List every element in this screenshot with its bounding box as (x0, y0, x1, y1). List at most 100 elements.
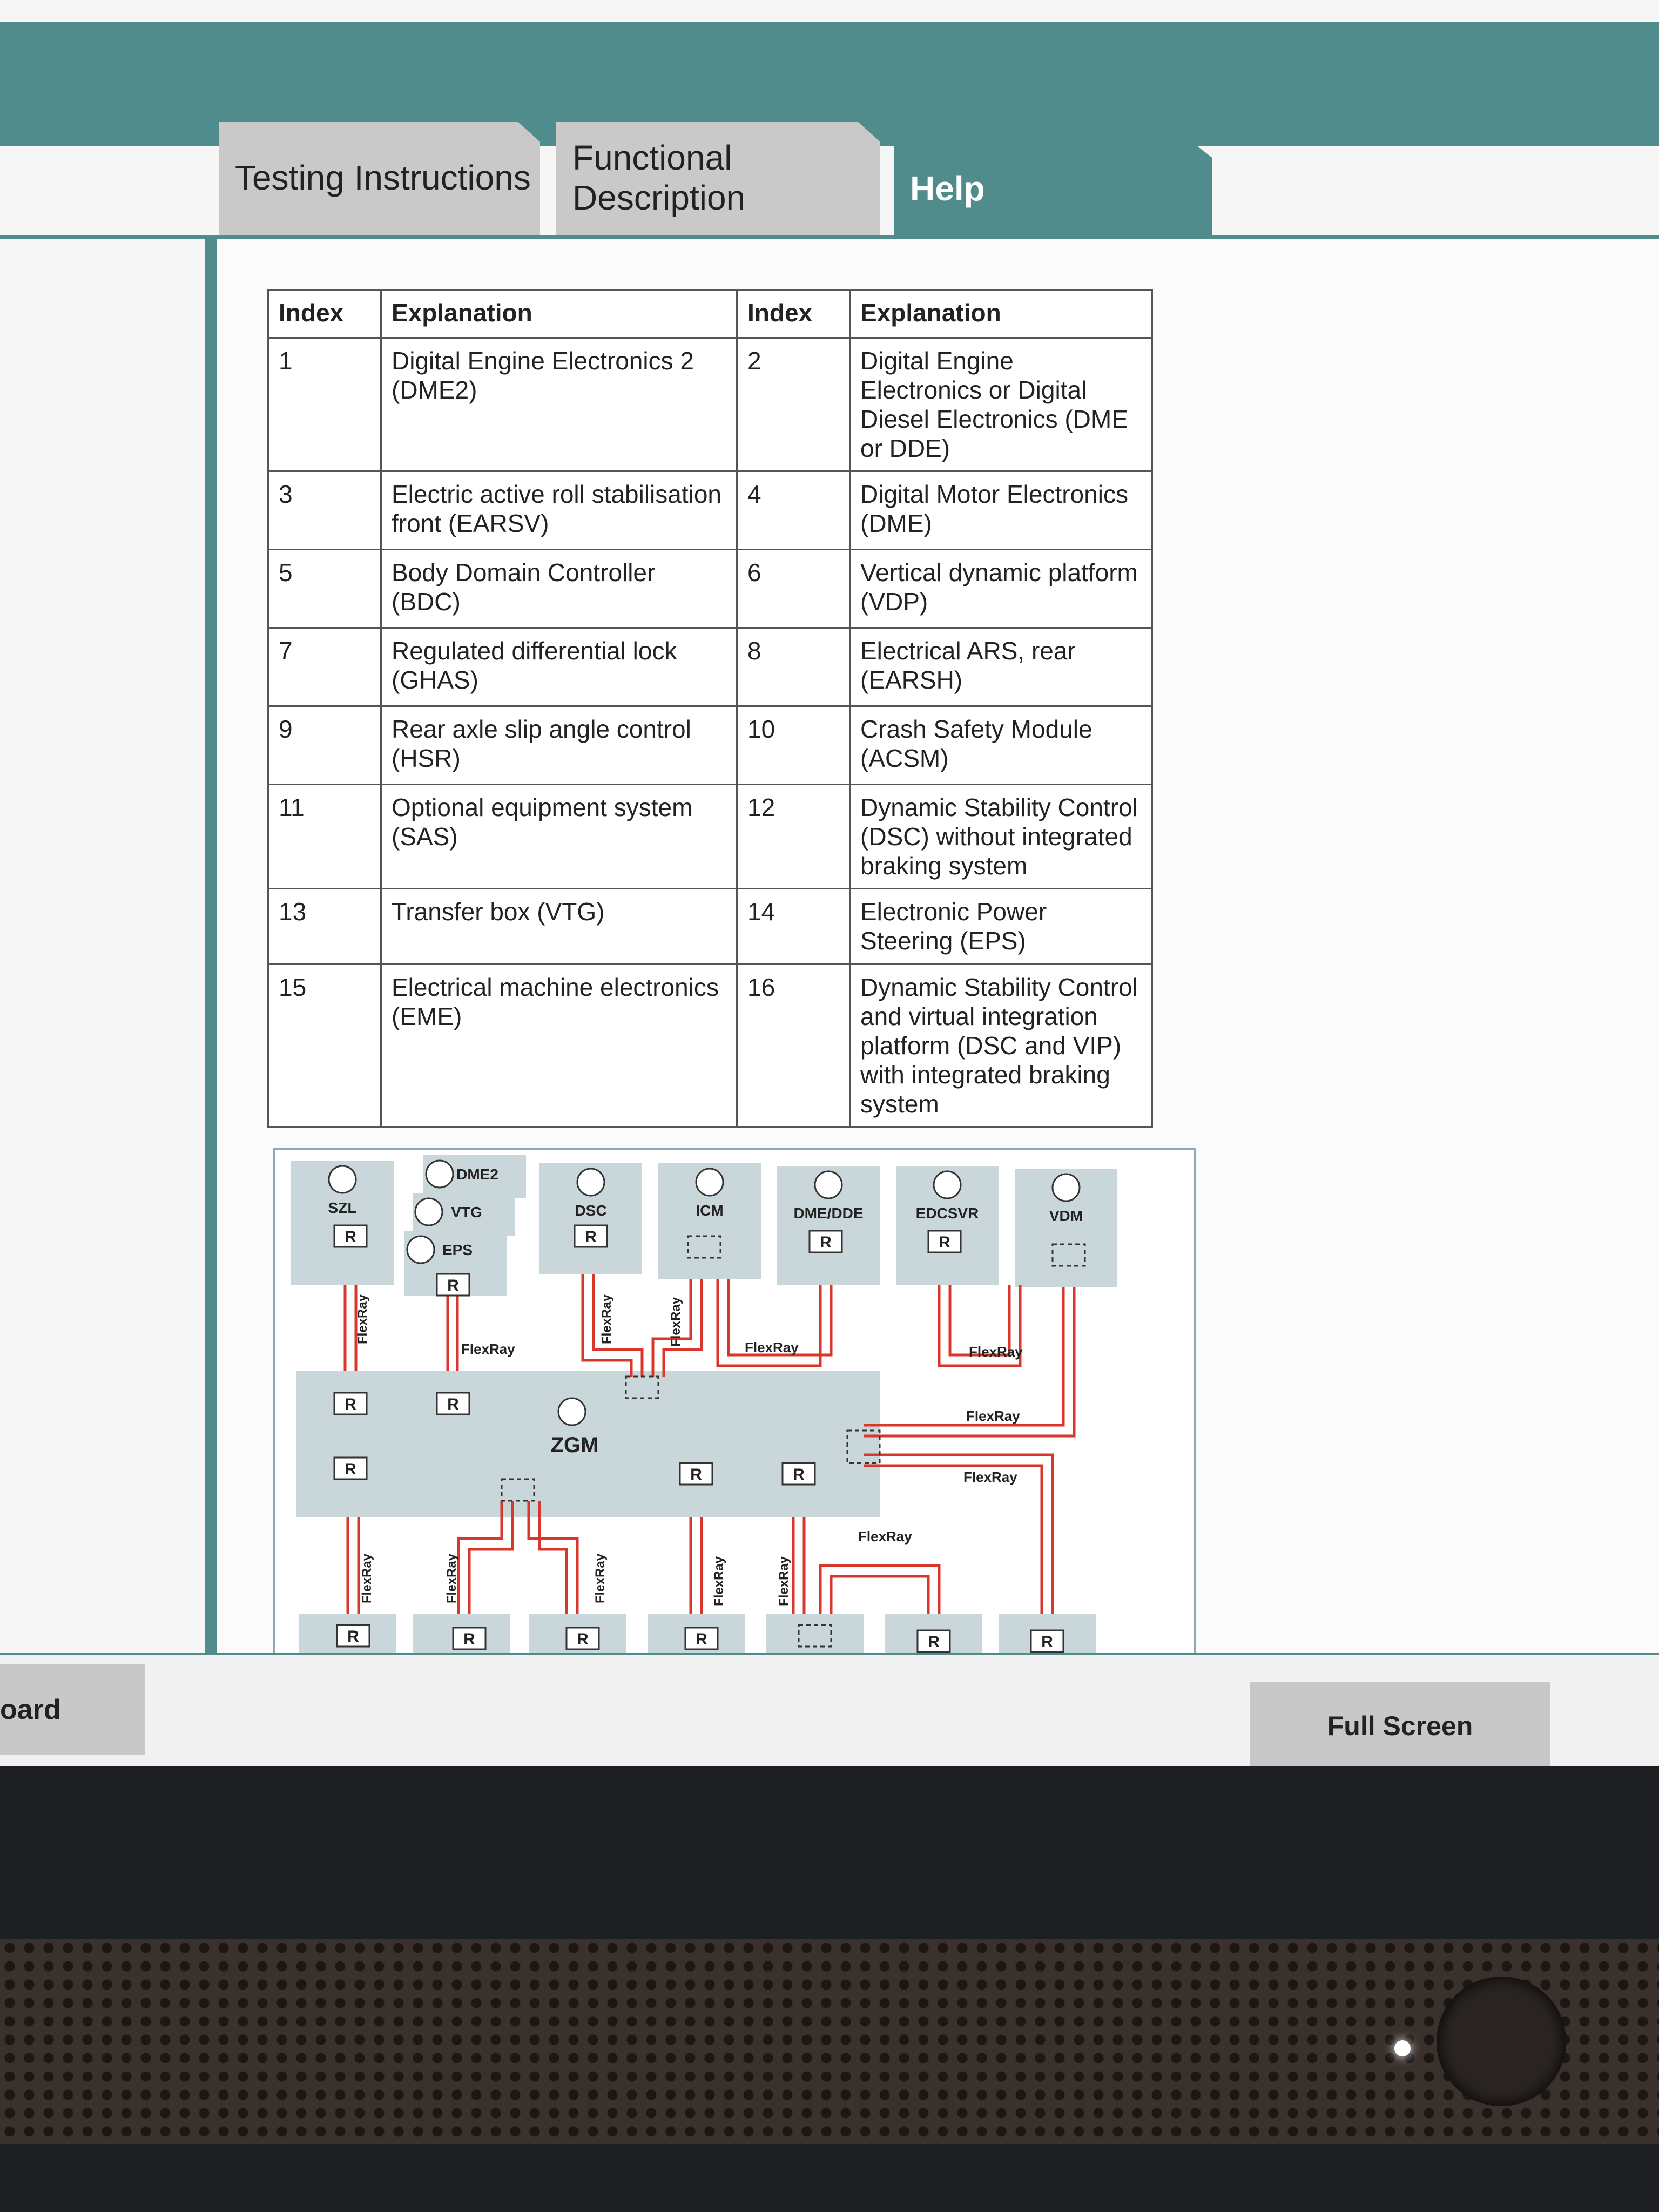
cell-explanation: Digital Engine Electronics 2 (DME2) (380, 337, 738, 472)
flexray-bus (819, 1564, 941, 1614)
cell-index: 14 (736, 888, 851, 965)
screen: Testing Instructions Functional Descript… (0, 0, 1659, 1766)
unit-label-dsc: DSC (575, 1202, 606, 1219)
table-row: 1 Digital Engine Electronics 2 (DME2) 2 … (267, 337, 1153, 472)
cell-index: 7 (267, 627, 382, 707)
cell-explanation: Transfer box (VTG) (380, 888, 738, 965)
resistor-label: R (345, 1395, 356, 1413)
index-explanation-table: Index Explanation Index Explanation 1 Di… (267, 289, 1153, 1128)
cell-index: 6 (736, 549, 851, 629)
terminator-box (927, 1230, 962, 1253)
passive-star-box (625, 1375, 659, 1399)
unit-label-vtg: VTG (451, 1204, 482, 1220)
flexray-label: FlexRay (461, 1341, 515, 1357)
resistor-label: R (345, 1460, 356, 1478)
terminator-box (808, 1230, 843, 1253)
table-row: 5 Body Domain Controller (BDC) 6 Vertica… (267, 549, 1153, 629)
dashboard-button[interactable]: oard (0, 1664, 145, 1755)
resistor-label: R (793, 1466, 805, 1483)
resistor-label: R (696, 1630, 707, 1648)
flexray-label: FlexRay (360, 1553, 374, 1603)
cell-index: 16 (736, 963, 851, 1128)
cell-index: 9 (267, 705, 382, 785)
cell-index: 8 (736, 627, 851, 707)
flexray-label: FlexRay (966, 1408, 1020, 1424)
control-unit-icon (695, 1168, 724, 1197)
unit-label-dme2: DME2 (456, 1166, 498, 1183)
flexray-bus (938, 1285, 1022, 1367)
flexray-label: FlexRay (963, 1469, 1017, 1485)
header-explanation: Explanation (849, 289, 1153, 339)
table-row: 3 Electric active roll stabilisation fro… (267, 470, 1153, 550)
resistor-label: R (585, 1228, 597, 1246)
tab-help[interactable]: Help (894, 140, 1212, 238)
tab-label: Testing Instructions (235, 158, 531, 198)
flexray-label: FlexRay (593, 1553, 608, 1603)
cell-index: 5 (267, 549, 382, 629)
diagram-canvas: R R R R R R R R R R R R R R R R (291, 1155, 1117, 1663)
cell-index: 15 (267, 963, 382, 1128)
header-index: Index (736, 289, 851, 339)
flexray-bus (651, 1279, 703, 1377)
cell-index: 2 (736, 337, 851, 472)
flexray-label: FlexRay (355, 1294, 370, 1344)
table-row: 7 Regulated differential lock (GHAS) 8 E… (267, 627, 1153, 707)
resistor-label: R (939, 1233, 950, 1251)
passive-star-box (846, 1429, 881, 1464)
flexray-label: FlexRay (858, 1528, 912, 1545)
terminator-box (436, 1273, 470, 1297)
flexray-label: FlexRay (777, 1556, 791, 1606)
flexray-label: FlexRay (444, 1553, 459, 1603)
cell-index: 12 (736, 784, 851, 889)
resistor-label: R (690, 1466, 702, 1483)
terminator-box (333, 1392, 368, 1415)
passive-star-box (501, 1478, 535, 1502)
cell-index: 1 (267, 337, 382, 472)
tab-functional-description[interactable]: Functional Description (556, 122, 880, 235)
control-unit-icon (576, 1168, 605, 1197)
flexray-bus (864, 1453, 1054, 1614)
control-unit-icon (557, 1397, 586, 1426)
control-unit-icon (933, 1170, 962, 1199)
terminator-box (565, 1627, 600, 1650)
resistor-label: R (463, 1630, 475, 1648)
terminator-box (781, 1462, 816, 1486)
cell-explanation: Body Domain Controller (BDC) (380, 549, 738, 629)
cell-explanation: Electrical machine electronics (EME) (380, 963, 738, 1128)
full-screen-button[interactable]: Full Screen (1250, 1682, 1550, 1766)
cell-explanation: Digital Motor Electronics (DME) (849, 470, 1153, 550)
passive-star-box (1051, 1243, 1086, 1267)
flexray-bus (346, 1517, 360, 1614)
unit-label-edcsvr: EDCSVR (916, 1205, 979, 1222)
cell-explanation: Dynamic Stability Control and virtual in… (849, 963, 1153, 1128)
flexray-label: FlexRay (745, 1339, 799, 1355)
table-row: 13 Transfer box (VTG) 14 Electronic Powe… (267, 888, 1153, 965)
cell-index: 4 (736, 470, 851, 550)
left-rail (205, 238, 217, 1653)
gateway-zgm (296, 1371, 880, 1517)
flexray-bus (457, 1501, 514, 1614)
terminator-box (336, 1624, 370, 1648)
control-unit-icon (328, 1165, 357, 1194)
speaker-grille (0, 1939, 1659, 2144)
terminator-box (333, 1456, 368, 1480)
flexray-bus (527, 1501, 579, 1614)
resistor-label: R (577, 1630, 589, 1648)
terminator-box (436, 1392, 470, 1415)
flexray-bus (864, 1287, 1076, 1438)
flexray-bus (446, 1296, 459, 1371)
tab-testing-instructions[interactable]: Testing Instructions (219, 122, 540, 235)
resistor-label: R (447, 1277, 459, 1294)
unit-label-icm: ICM (696, 1202, 723, 1219)
terminator-box (916, 1629, 951, 1653)
cell-index: 10 (736, 705, 851, 785)
tab-label: Help (910, 169, 985, 208)
flexray-label: FlexRay (969, 1344, 1023, 1360)
terminator-box (333, 1224, 368, 1248)
cell-explanation: Electrical ARS, rear (EARSH) (849, 627, 1153, 707)
cell-explanation: Digital Engine Electronics or Digital Di… (849, 337, 1153, 472)
unit-label-szl: SZL (328, 1199, 357, 1216)
tab-divider (0, 235, 1659, 239)
flexray-label: FlexRay (599, 1294, 614, 1344)
flexray-topology-diagram: R R R R R R R R R R R R R R R R (273, 1148, 1196, 1666)
